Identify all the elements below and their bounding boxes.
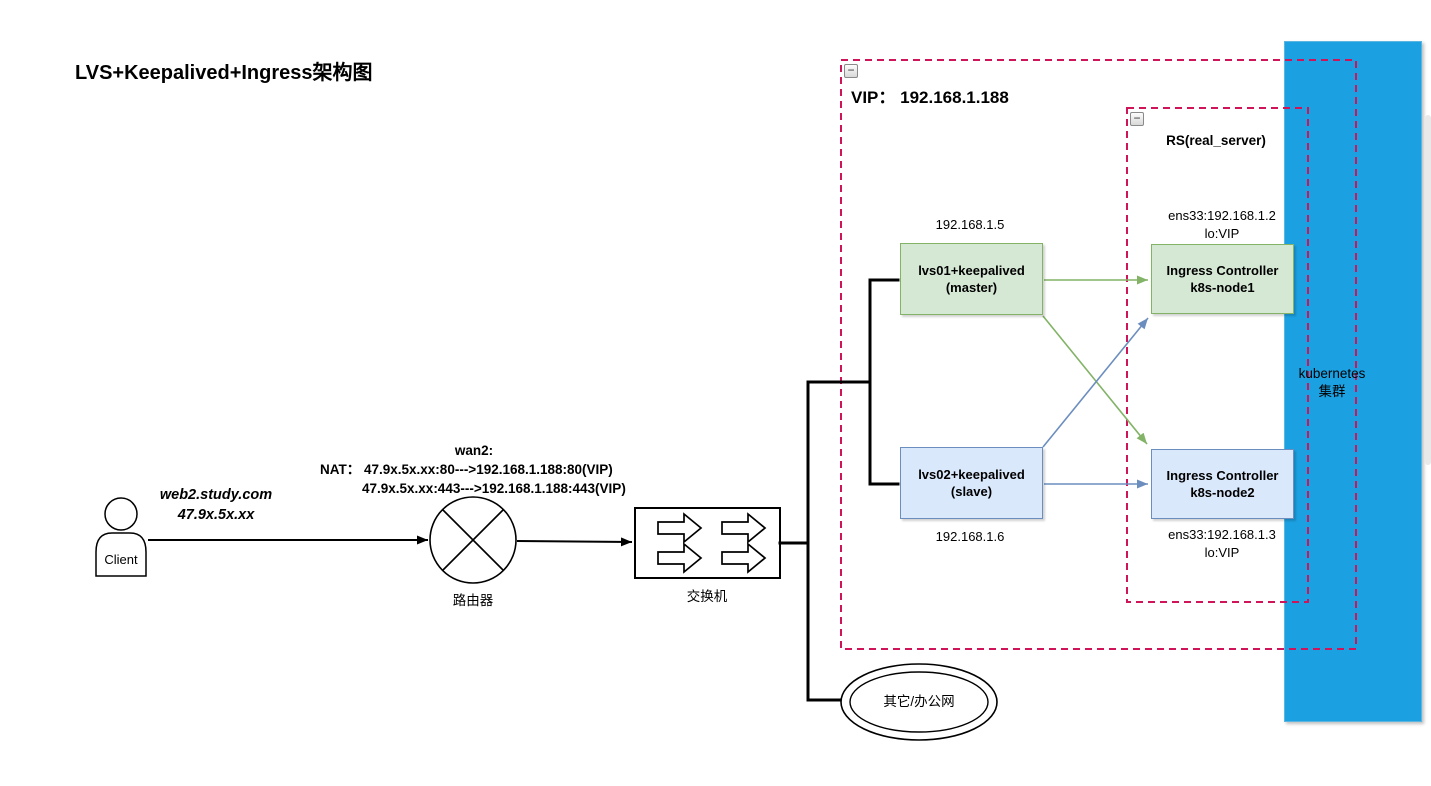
ingress-controller-node2[interactable]: Ingress Controller k8s-node2: [1151, 449, 1294, 519]
kubernetes-cluster-band[interactable]: [1284, 41, 1422, 722]
node2-name: Ingress Controller: [1166, 468, 1279, 483]
office-network-label: 其它/办公网: [883, 694, 955, 709]
client-label: Client: [104, 552, 138, 567]
router-label: 路由器: [452, 593, 494, 608]
nat-rule-line2: 47.9x.5x.xx:443--->192.168.1.188:443(VIP…: [362, 481, 626, 496]
client-ip-label: 47.9x.5x.xx: [177, 507, 255, 523]
collapse-vip-group-button[interactable]: −: [844, 64, 858, 78]
office-network-ellipse[interactable]: [840, 663, 998, 741]
arrow-lvs01-to-node2: [1042, 315, 1148, 445]
node1-nic-label: ens33:192.168.1.2: [1168, 208, 1276, 223]
vertical-scrollbar-thumb[interactable]: [1425, 115, 1431, 465]
arrow-lvs02-to-node1: [1042, 317, 1149, 448]
lvs02-name: lvs02+keepalived: [918, 467, 1025, 482]
wan2-label: wan2:: [454, 443, 494, 458]
lvs01-name: lvs01+keepalived: [918, 263, 1025, 278]
node1-name: Ingress Controller: [1166, 263, 1279, 278]
node2-lo-label: lo:VIP: [1204, 545, 1240, 560]
collapse-rs-group-button[interactable]: −: [1130, 112, 1144, 126]
lvs02-ip-label: 192.168.1.6: [935, 529, 1005, 544]
k8s-cluster-label-line2: 集群: [1318, 384, 1346, 399]
lvs01-master-node[interactable]: lvs01+keepalived (master): [900, 243, 1043, 315]
client-figure-icon[interactable]: [95, 497, 147, 577]
node1-host: k8s-node1: [1190, 280, 1255, 295]
node2-host: k8s-node2: [1190, 485, 1255, 500]
trunk-connectors: [778, 278, 900, 702]
lvs02-slave-node[interactable]: lvs02+keepalived (slave): [900, 447, 1043, 519]
node1-lo-label: lo:VIP: [1204, 226, 1240, 241]
vip-group-border: [840, 59, 1357, 650]
switch-icon[interactable]: [634, 507, 781, 579]
k8s-cluster-label-line1: kubernetes: [1298, 366, 1366, 381]
switch-label: 交换机: [686, 589, 728, 604]
page-title: LVS+Keepalived+Ingress架构图: [75, 62, 373, 84]
rs-group-title: RS(real_server): [1166, 133, 1266, 148]
lvs02-role: (slave): [950, 484, 993, 499]
nat-rule-line1: NAT： 47.9x.5x.xx:80--->192.168.1.188:80(…: [320, 462, 613, 477]
rs-group-border: [1126, 107, 1309, 603]
client-domain-label: web2.study.com: [159, 487, 273, 503]
lvs01-ip-label: 192.168.1.5: [935, 217, 1005, 232]
node2-nic-label: ens33:192.168.1.3: [1168, 527, 1276, 542]
router-icon[interactable]: [429, 496, 517, 584]
lvs01-role: (master): [945, 280, 998, 295]
router-to-switch-arrow: [516, 537, 633, 547]
ingress-controller-node1[interactable]: Ingress Controller k8s-node1: [1151, 244, 1294, 314]
vip-group-title: VIP： 192.168.1.188: [851, 88, 1009, 107]
